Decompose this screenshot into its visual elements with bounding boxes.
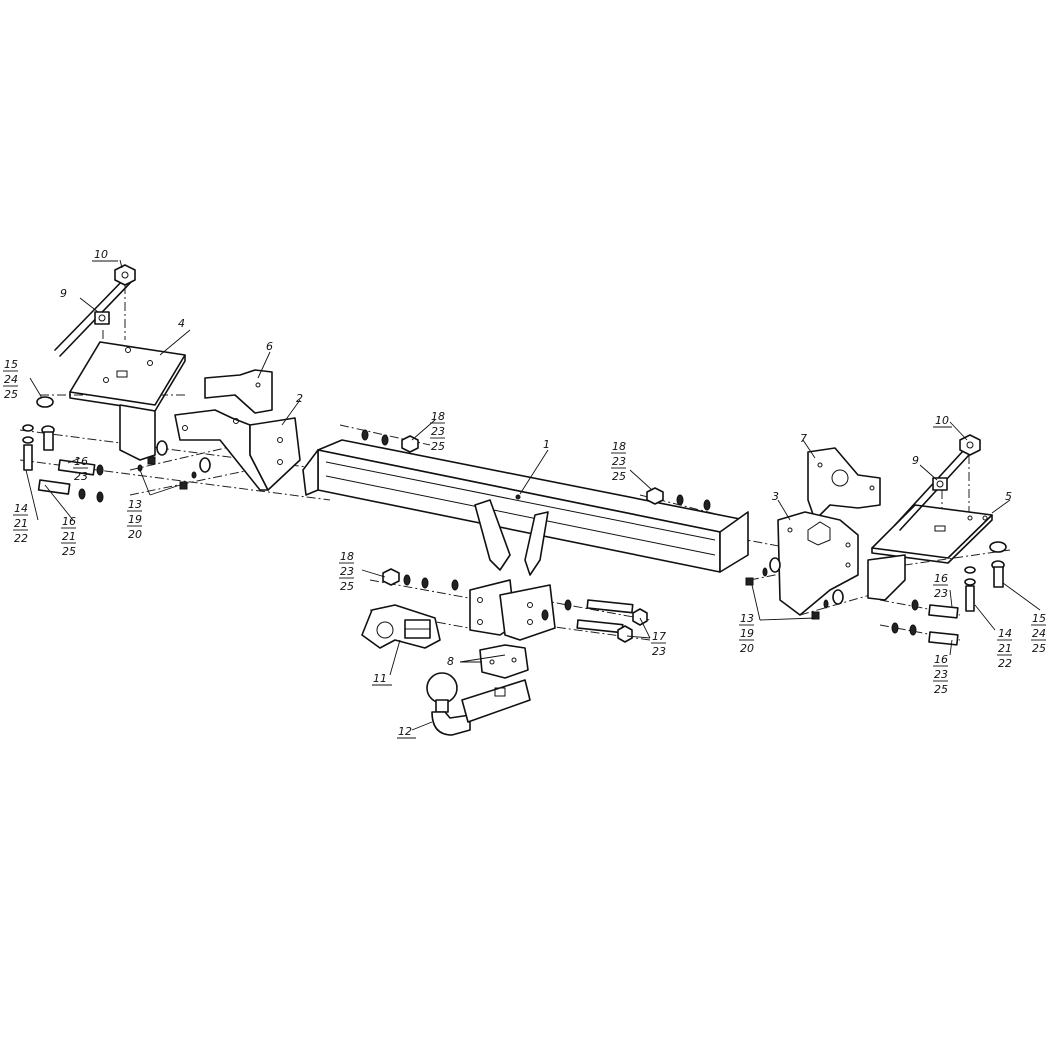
stack-text: 20: [128, 528, 142, 541]
left-bracket-6: [204, 369, 273, 414]
label-12: 12: [398, 725, 412, 738]
central-mount: [469, 499, 556, 641]
left-fasteners: [22, 396, 211, 503]
label-4: 4: [178, 317, 185, 330]
label-7: 7: [800, 432, 807, 445]
stack-text: 21: [998, 642, 1012, 655]
left-bracket-plate: [69, 341, 186, 461]
stack-text: 25: [1032, 642, 1046, 655]
stack-text: 18: [612, 440, 626, 453]
right-bracket-7: [807, 447, 881, 521]
tow-ball: [426, 672, 531, 736]
bracket-8: [479, 644, 529, 679]
stack-text: 23: [340, 565, 354, 578]
left-tie-bar: [54, 274, 134, 357]
stack-16-right-b: 16 23 25: [933, 653, 948, 696]
stack-text: 16: [934, 653, 948, 666]
stack-text: 17: [652, 630, 666, 643]
left-bracket-2: [174, 409, 301, 491]
label-1: 1: [543, 438, 550, 451]
stack-text: 25: [431, 440, 445, 453]
label-5: 5: [1005, 490, 1012, 503]
stack-text: 16: [934, 572, 948, 585]
stack-text: 23: [612, 455, 626, 468]
stack-16-right-a: 16 23: [933, 572, 948, 600]
stack-text: 18: [340, 550, 354, 563]
stack-text: 23: [652, 645, 666, 658]
right-tie-bar: [894, 437, 981, 531]
right-nut-10: [959, 434, 981, 456]
label-9-right: 9: [912, 454, 919, 467]
stack-text: 13: [128, 498, 142, 511]
stack-text: 19: [740, 627, 754, 640]
label-6: 6: [266, 340, 273, 353]
stack-text: 22: [998, 657, 1012, 670]
stack-text: 23: [934, 668, 948, 681]
stack-18-low: 18 23 25: [339, 550, 354, 593]
stack-13-right: 13 19 20: [739, 612, 754, 655]
socket-plate: [361, 604, 441, 649]
center-lines: [19, 285, 1011, 641]
stack-16-left-a: 16 23: [73, 455, 88, 483]
stack-text: 23: [74, 470, 88, 483]
stack-15-right: 15 24 25: [1031, 612, 1046, 655]
stack-13-left: 13 19 20: [127, 498, 142, 541]
stack-text: 24: [4, 373, 18, 386]
stack-16-left-b: 16 21 25: [61, 515, 76, 558]
stack-18-top: 18 23 25: [430, 410, 445, 453]
stack-text: 23: [431, 425, 445, 438]
label-10-left: 10: [94, 248, 108, 261]
stack-text: 25: [340, 580, 354, 593]
stack-text: 15: [4, 358, 18, 371]
stack-14-left: 14 21 22: [13, 502, 28, 545]
stack-text: 25: [934, 683, 948, 696]
stack-text: 22: [14, 532, 28, 545]
leader-lines: [25, 259, 1041, 731]
label-2: 2: [296, 392, 303, 405]
stack-text: 25: [612, 470, 626, 483]
stack-text: 25: [62, 545, 76, 558]
stack-text: 21: [14, 517, 28, 530]
stack-text: 21: [62, 530, 76, 543]
right-fasteners: [745, 541, 1007, 646]
stack-text: 23: [934, 587, 948, 600]
stack-17: 17 23: [651, 630, 666, 658]
part-labels: 10 9 4 6 2 1 7 3 5 10 9 8 11 12 15 24 25…: [3, 248, 1046, 739]
label-10-right: 10: [935, 414, 949, 427]
stack-text: 15: [1032, 612, 1046, 625]
tube-fasteners: [361, 429, 711, 643]
left-nut-10: [114, 264, 136, 286]
stack-text: 16: [74, 455, 88, 468]
stack-text: 20: [740, 642, 754, 655]
right-bracket-3: [777, 511, 859, 616]
stack-text: 14: [14, 502, 28, 515]
stack-text: 19: [128, 513, 142, 526]
label-11: 11: [373, 672, 387, 685]
stack-15-left: 15 24 25: [3, 358, 18, 401]
stack-text: 25: [4, 388, 18, 401]
label-8: 8: [447, 655, 454, 668]
stack-text: 16: [62, 515, 76, 528]
label-9-left: 9: [60, 287, 67, 300]
stack-14-right: 14 21 22: [997, 627, 1012, 670]
stack-text: 24: [1032, 627, 1046, 640]
main-crossbar: [302, 439, 749, 573]
stack-18-mid: 18 23 25: [611, 440, 626, 483]
stack-text: 14: [998, 627, 1012, 640]
stack-text: 18: [431, 410, 445, 423]
label-3: 3: [772, 490, 779, 503]
stack-text: 13: [740, 612, 754, 625]
